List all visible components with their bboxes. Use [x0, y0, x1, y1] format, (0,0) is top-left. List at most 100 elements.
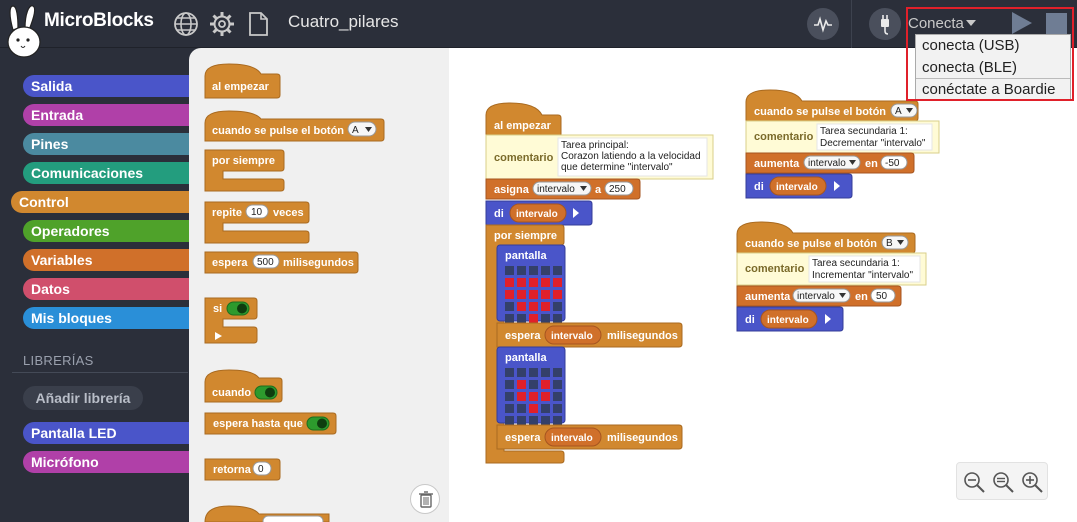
led-cell[interactable] — [553, 302, 562, 311]
block-when-started[interactable]: al empezar — [204, 63, 281, 99]
block-forever[interactable]: por siempre — [204, 149, 285, 192]
led-cell[interactable] — [517, 380, 526, 389]
add-library-button[interactable]: Añadir librería — [23, 386, 143, 410]
led-cell[interactable] — [505, 380, 514, 389]
block-when-condition[interactable]: cuando — [204, 369, 283, 403]
category-salida[interactable]: Salida — [23, 75, 198, 97]
led-cell[interactable] — [505, 290, 514, 299]
block-repeat[interactable]: repite 10 veces — [204, 201, 310, 244]
return-value[interactable]: 0 — [258, 464, 264, 475]
led-cell[interactable] — [517, 278, 526, 287]
menu-item-connect-usb[interactable]: conecta (USB) — [922, 37, 1020, 54]
led-cell[interactable] — [529, 368, 538, 377]
block-partial-hat[interactable] — [204, 505, 330, 522]
led-cell[interactable] — [505, 314, 514, 323]
chevron-down-icon[interactable] — [966, 20, 976, 26]
chevron-down-icon[interactable] — [897, 240, 904, 245]
led-cell[interactable] — [541, 404, 550, 413]
gear-icon[interactable] — [208, 10, 236, 38]
library-microfono[interactable]: Micrófono — [23, 451, 198, 473]
led-cell[interactable] — [517, 266, 526, 275]
library-pantalla-led[interactable]: Pantalla LED — [23, 422, 198, 444]
repeat-count-value[interactable]: 10 — [251, 207, 263, 218]
led-cell[interactable] — [541, 368, 550, 377]
block-wait-until[interactable]: espera hasta que — [204, 412, 337, 435]
led-cell[interactable] — [553, 380, 562, 389]
file-icon[interactable] — [244, 10, 272, 38]
category-pines[interactable]: Pines — [23, 133, 198, 155]
zoom-in-icon[interactable] — [1020, 470, 1044, 494]
led-cell[interactable] — [517, 314, 526, 323]
category-control[interactable]: Control — [11, 191, 198, 213]
led-cell[interactable] — [517, 290, 526, 299]
button-menu-value[interactable]: B — [886, 238, 893, 249]
led-cell[interactable] — [529, 266, 538, 275]
led-cell[interactable] — [529, 314, 538, 323]
block-palette[interactable]: al empezar cuando se pulse el botón A po… — [189, 48, 449, 522]
led-cell[interactable] — [553, 392, 562, 401]
led-cell[interactable] — [541, 380, 550, 389]
block-wait-ms[interactable]: espera 500 milisegundos — [204, 251, 359, 274]
led-cell[interactable] — [541, 266, 550, 275]
variable-menu-value[interactable]: intervalo — [537, 184, 575, 195]
zoom-reset-icon[interactable] — [991, 470, 1015, 494]
led-cell[interactable] — [553, 278, 562, 287]
change-value[interactable]: -50 — [885, 158, 900, 169]
block-when-button-pressed[interactable] — [745, 89, 919, 122]
variable-reporter[interactable]: intervalo — [516, 209, 558, 220]
led-cell[interactable] — [541, 392, 550, 401]
project-title[interactable]: Cuatro_pilares — [288, 12, 399, 31]
led-cell[interactable] — [529, 380, 538, 389]
category-mis-bloques[interactable]: Mis bloques — [23, 307, 198, 329]
led-cell[interactable] — [529, 290, 538, 299]
led-cell[interactable] — [517, 302, 526, 311]
block-return[interactable]: retorna 0 — [204, 458, 281, 481]
led-cell[interactable] — [517, 404, 526, 413]
led-cell[interactable] — [541, 290, 550, 299]
chevron-down-icon[interactable] — [849, 160, 856, 165]
led-cell[interactable] — [541, 278, 550, 287]
led-cell[interactable] — [505, 266, 514, 275]
led-cell[interactable] — [529, 404, 538, 413]
graph-button[interactable] — [807, 8, 839, 40]
variable-menu-value[interactable]: intervalo — [797, 291, 835, 302]
chevron-down-icon[interactable] — [580, 186, 587, 191]
led-cell[interactable] — [517, 368, 526, 377]
led-cell[interactable] — [541, 416, 550, 425]
led-cell[interactable] — [553, 314, 562, 323]
variable-reporter[interactable]: intervalo — [551, 331, 593, 342]
chevron-down-icon[interactable] — [365, 127, 372, 132]
variable-reporter[interactable]: intervalo — [551, 433, 593, 444]
led-cell[interactable] — [529, 416, 538, 425]
led-cell[interactable] — [541, 302, 550, 311]
led-cell[interactable] — [529, 302, 538, 311]
led-cell[interactable] — [553, 404, 562, 413]
category-datos[interactable]: Datos — [23, 278, 198, 300]
variable-menu-value[interactable]: intervalo — [808, 158, 846, 169]
set-value[interactable]: 250 — [609, 184, 626, 195]
category-comunicaciones[interactable]: Comunicaciones — [23, 162, 198, 184]
wait-ms-value[interactable]: 500 — [257, 257, 274, 268]
led-matrix[interactable] — [505, 266, 562, 323]
block-if[interactable]: si — [204, 297, 258, 344]
led-cell[interactable] — [505, 392, 514, 401]
connection-button[interactable] — [869, 8, 901, 40]
button-menu-value[interactable]: A — [895, 106, 902, 117]
category-variables[interactable]: Variables — [23, 249, 198, 271]
chevron-down-icon[interactable] — [839, 293, 846, 298]
block-when-button-pressed[interactable] — [736, 221, 916, 254]
led-matrix[interactable] — [505, 368, 562, 425]
trash-button[interactable] — [410, 484, 440, 514]
variable-reporter[interactable]: intervalo — [776, 182, 818, 193]
led-cell[interactable] — [541, 314, 550, 323]
chevron-down-icon[interactable] — [906, 108, 913, 113]
led-cell[interactable] — [505, 302, 514, 311]
script-task-b[interactable]: cuando se pulse el botón B comentario Ta… — [736, 221, 927, 332]
led-cell[interactable] — [517, 392, 526, 401]
change-value[interactable]: 50 — [876, 291, 888, 302]
category-operadores[interactable]: Operadores — [23, 220, 198, 242]
button-menu-value[interactable]: A — [352, 125, 359, 136]
play-icon[interactable] — [1012, 12, 1032, 34]
led-cell[interactable] — [529, 392, 538, 401]
zoom-out-icon[interactable] — [962, 470, 986, 494]
